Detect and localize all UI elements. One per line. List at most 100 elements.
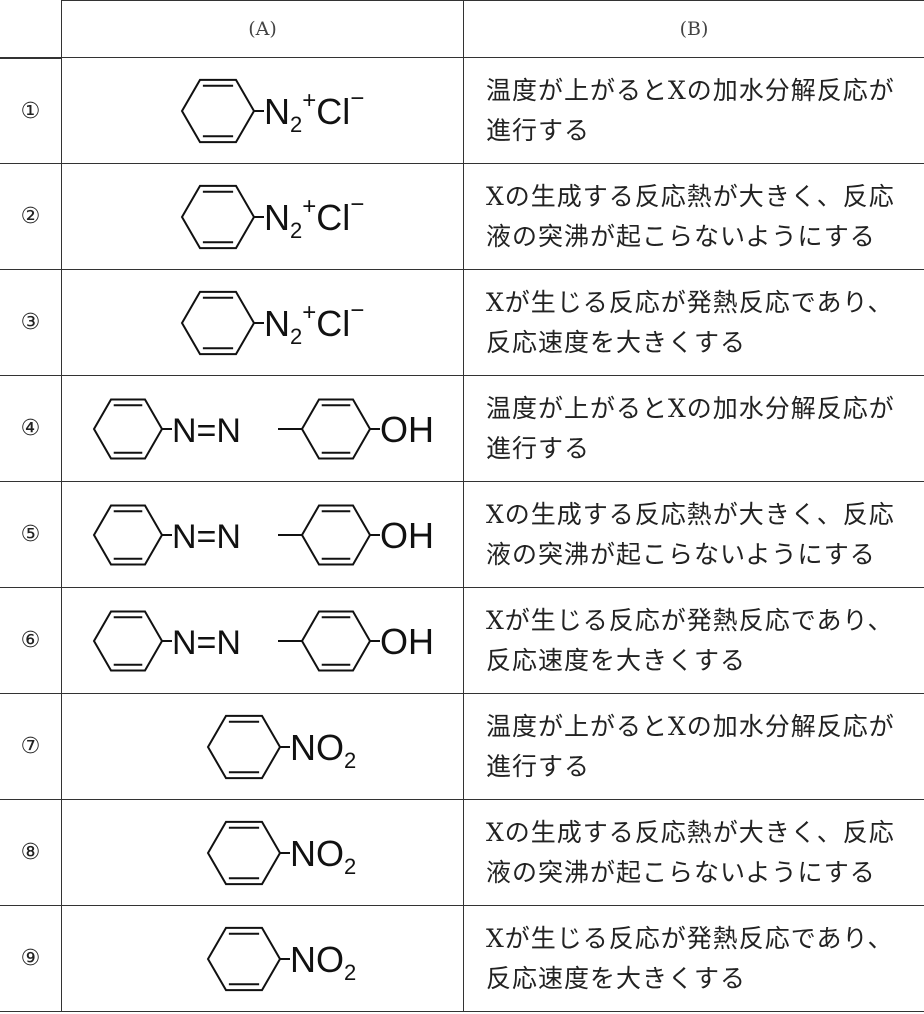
row-2-description-cell: Xの生成する反応熱が大きく、反応液の突沸が起こらないようにする (464, 164, 924, 270)
row-description: 温度が上がるとXの加水分解反応が進行する (486, 393, 895, 463)
formula-subscript: 2 (344, 748, 356, 773)
row-number: ⑨ (20, 946, 41, 971)
row-number: ① (20, 98, 41, 124)
azo-structure: N=N OH (92, 398, 434, 459)
benzene-ring-icon (206, 926, 281, 991)
row-number: ⑤ (20, 522, 41, 547)
formula-cl: Cl (316, 197, 350, 238)
nitro-formula: NO2 (290, 939, 356, 985)
row-7-structure-cell: NO2 (62, 694, 464, 800)
benzene-ring-icon (300, 610, 371, 671)
benzene-ring-icon (180, 184, 255, 249)
formula-superscript: − (350, 297, 364, 324)
row-description: 温度が上がるとXの加水分解反応が進行する (486, 75, 895, 145)
row-1-description-cell: 温度が上がるとXの加水分解反応が進行する (464, 58, 924, 164)
header-corner (0, 0, 62, 58)
azo-bond-label: N=N (172, 518, 241, 556)
row-number: ⑥ (20, 628, 41, 653)
benzene-ring-icon (92, 398, 163, 459)
row-number: ④ (20, 416, 41, 441)
row-6-structure-cell: N=N OH (62, 588, 464, 694)
row-description: Xが生じる反応が発熱反応であり、反応速度を大きくする (486, 287, 894, 357)
row-1-number-cell: ① (0, 58, 62, 164)
row-number: ⑧ (20, 840, 41, 865)
row-5-description-cell: Xの生成する反応熱が大きく、反応液の突沸が起こらないようにする (464, 482, 924, 588)
row-7-number-cell: ⑦ (0, 694, 62, 800)
nitro-structure: NO2 (206, 820, 356, 885)
row-2-number-cell: ② (0, 164, 62, 270)
formula-nn: N=N (172, 518, 241, 556)
formula-subscript: 2 (290, 112, 302, 137)
row-7-description-cell: 温度が上がるとXの加水分解反応が進行する (464, 694, 924, 800)
nitro-formula: NO2 (290, 833, 356, 879)
nitro-structure: NO2 (206, 926, 356, 991)
header-a-label: (A) (248, 18, 277, 40)
formula-oh: OH (380, 621, 434, 662)
diazonium-structure: N2+Cl− (180, 290, 364, 355)
header-b-label: (B) (679, 18, 709, 40)
formula-superscript: + (302, 299, 316, 326)
row-number: ② (20, 204, 41, 229)
row-description: Xが生じる反応が発熱反応であり、反応速度を大きくする (486, 605, 894, 675)
hydroxy-label: OH (380, 515, 434, 556)
diazonium-structure: N2+Cl− (180, 184, 364, 249)
header-a: (A) (62, 0, 464, 58)
row-description: Xが生じる反応が発熱反応であり、反応速度を大きくする (486, 923, 894, 993)
nitro-formula: NO2 (290, 727, 356, 773)
row-8-structure-cell: NO2 (62, 800, 464, 906)
azo-bond-label: N=N (172, 412, 241, 450)
row-8-number-cell: ⑧ (0, 800, 62, 906)
formula-n: N (264, 303, 290, 344)
row-6-number-cell: ⑥ (0, 588, 62, 694)
formula-superscript: + (302, 87, 316, 114)
row-description: Xの生成する反応熱が大きく、反応液の突沸が起こらないようにする (486, 817, 895, 887)
header-b: (B) (464, 0, 924, 58)
formula-subscript: 2 (290, 218, 302, 243)
azo-structure: N=N OH (92, 504, 434, 565)
row-9-description-cell: Xが生じる反応が発熱反応であり、反応速度を大きくする (464, 906, 924, 1012)
hydroxy-label: OH (380, 409, 434, 450)
azo-bond-label: N=N (172, 624, 241, 662)
row-5-structure-cell: N=N OH (62, 482, 464, 588)
benzene-ring-icon (92, 504, 163, 565)
azo-structure: N=N OH (92, 610, 434, 671)
benzene-ring-icon (180, 78, 255, 143)
row-3-number-cell: ③ (0, 270, 62, 376)
row-3-structure-cell: N2+Cl− (62, 270, 464, 376)
formula-n: N (264, 197, 290, 238)
row-number: ③ (20, 310, 41, 335)
formula-oh: OH (380, 409, 434, 450)
formula-cl: Cl (316, 303, 350, 344)
formula-n: N (264, 91, 290, 132)
row-description: 温度が上がるとXの加水分解反応が進行する (486, 711, 895, 781)
row-6-description-cell: Xが生じる反応が発熱反応であり、反応速度を大きくする (464, 588, 924, 694)
row-9-structure-cell: NO2 (62, 906, 464, 1012)
row-4-description-cell: 温度が上がるとXの加水分解反応が進行する (464, 376, 924, 482)
formula-no: NO (290, 939, 344, 980)
formula-subscript: 2 (344, 960, 356, 985)
benzene-ring-icon (206, 820, 281, 885)
row-4-structure-cell: N=N OH (62, 376, 464, 482)
row-number: ⑦ (20, 734, 41, 759)
row-description: Xの生成する反応熱が大きく、反応液の突沸が起こらないようにする (486, 499, 895, 569)
row-8-description-cell: Xの生成する反応熱が大きく、反応液の突沸が起こらないようにする (464, 800, 924, 906)
formula-oh: OH (380, 515, 434, 556)
diazonium-formula: N2+Cl− (264, 191, 364, 243)
benzene-ring-icon (300, 504, 371, 565)
hydroxy-label: OH (380, 621, 434, 662)
formula-subscript: 2 (344, 854, 356, 879)
benzene-ring-icon (180, 290, 255, 355)
row-1-structure-cell: N2+Cl− (62, 58, 464, 164)
formula-subscript: 2 (290, 324, 302, 349)
formula-nn: N=N (172, 412, 241, 450)
row-2-structure-cell: N2+Cl− (62, 164, 464, 270)
benzene-ring-icon (300, 398, 371, 459)
formula-superscript: − (350, 191, 364, 218)
row-5-number-cell: ⑤ (0, 482, 62, 588)
row-description: Xの生成する反応熱が大きく、反応液の突沸が起こらないようにする (486, 181, 895, 251)
formula-no: NO (290, 833, 344, 874)
formula-cl: Cl (316, 91, 350, 132)
formula-nn: N=N (172, 624, 241, 662)
diazonium-formula: N2+Cl− (264, 297, 364, 349)
